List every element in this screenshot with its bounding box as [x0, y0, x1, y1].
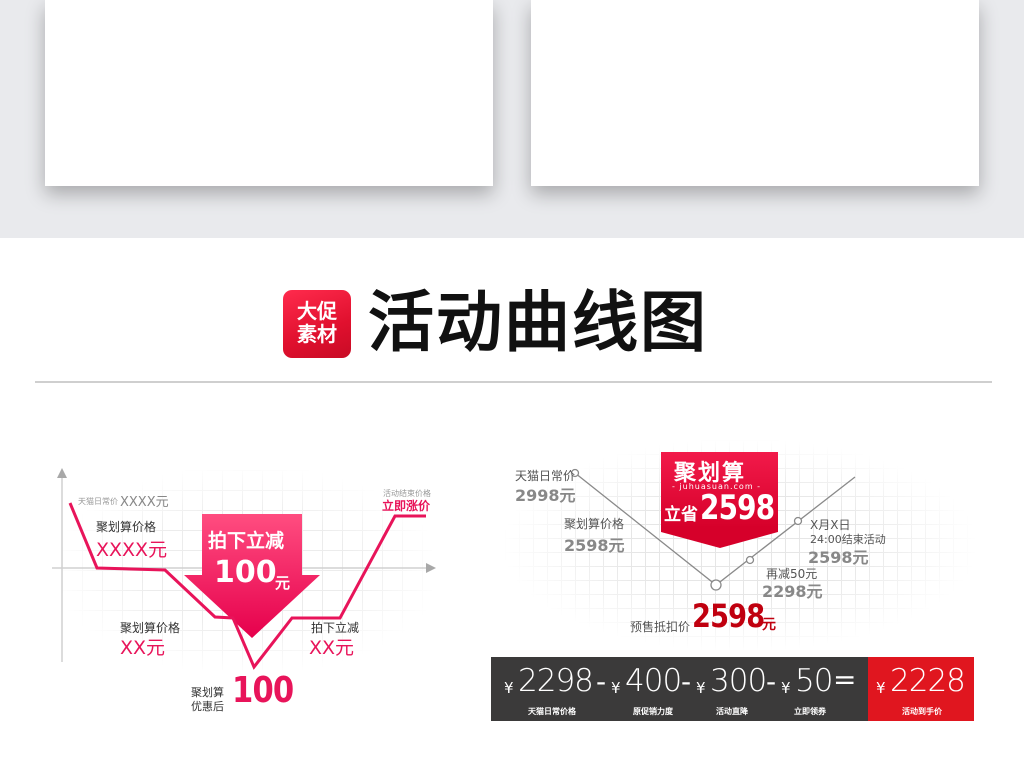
preview-band	[0, 0, 1024, 238]
page-title: 活动曲线图	[368, 284, 708, 361]
presale-label: 预售抵扣价	[630, 620, 691, 634]
tmall-regular-label: 天猫日常价	[78, 497, 118, 506]
formula-op-1: -	[596, 665, 607, 698]
formula-value-4: 50	[795, 663, 833, 699]
formula-result-label: 活动到手价	[902, 707, 942, 716]
axis-right-arrow-icon	[426, 563, 436, 573]
arrow-discount-label: 拍下立减	[208, 530, 285, 552]
juhuasuan-badge-save-label: 立省	[664, 505, 698, 525]
extra-off-value: 2298元	[762, 582, 823, 601]
yen-symbol: ¥	[611, 679, 621, 697]
yen-symbol: ¥	[876, 679, 886, 697]
yen-symbol: ¥	[696, 679, 706, 697]
tmall-regular-value: XXXX元	[120, 495, 169, 510]
left-price-line	[68, 502, 426, 670]
price-formula-bar: ¥ 2298 - 天猫日常价格 ¥ 400 - 原促销力度 ¥ 300 - 活动…	[491, 657, 974, 721]
juhuasuan-badge-url: - juhuasuan.com -	[672, 482, 762, 491]
juhuasuan-badge-title: 聚划算	[674, 461, 747, 486]
after-discount-line2: 优惠后	[191, 700, 224, 713]
juhuasuan-price2-value: XX元	[120, 637, 166, 659]
tmall-regular-label-r: 天猫日常价	[515, 469, 576, 483]
preview-card-left[interactable]	[45, 0, 493, 186]
end-value: 2598元	[808, 548, 869, 567]
discount-label: 拍下立减	[311, 621, 360, 635]
point-tmall-regular	[570, 468, 580, 478]
formula-value-3: 300	[710, 663, 767, 699]
formula-label-4: 立即领券	[794, 707, 826, 716]
end-time-label: 24:00结束活动	[810, 533, 886, 546]
promo-badge: 大促 素材	[283, 290, 351, 358]
arrow-discount-number: 100	[214, 555, 277, 590]
formula-value-1: 2298	[518, 663, 594, 699]
axis-up-arrow-icon	[57, 468, 67, 478]
tmall-regular-value-r: 2998元	[515, 486, 576, 505]
juhuasuan-price-label: 聚划算价格	[96, 520, 157, 534]
discount-value: XX元	[309, 637, 355, 659]
formula-result-value: 2228	[890, 663, 966, 699]
juhuasuan-price2-label: 聚划算价格	[120, 621, 181, 635]
point-end-date	[793, 516, 803, 526]
formula-value-2: 400	[625, 663, 682, 699]
point-extra-off	[745, 555, 755, 565]
juhuasuan-badge-save-value: 2598	[700, 488, 775, 528]
juhuasuan-badge	[661, 452, 778, 528]
yen-symbol: ¥	[504, 679, 514, 697]
point-presale-low	[710, 579, 722, 591]
preview-card-right[interactable]	[531, 0, 979, 186]
formula-label-1: 天猫日常价格	[528, 707, 576, 716]
badge-line1: 大促	[297, 299, 337, 323]
formula-result-section: ¥ 2228 活动到手价	[868, 657, 974, 721]
yen-symbol: ¥	[781, 679, 791, 697]
juhuasuan-price-value-r: 2598元	[564, 536, 625, 555]
juhuasuan-price-value: XXXX元	[96, 539, 168, 561]
presale-unit: 元	[762, 617, 776, 633]
badge-line2: 素材	[297, 322, 337, 346]
down-arrow-shape	[184, 514, 320, 638]
formula-op-4: =	[833, 663, 857, 696]
jhs-badge-point	[661, 527, 778, 548]
divider	[35, 381, 992, 383]
formula-label-3: 活动直降	[716, 707, 748, 716]
end-date-label: X月X日	[810, 518, 851, 532]
extra-off-label: 再减50元	[766, 567, 818, 581]
arrow-discount-unit: 元	[275, 574, 291, 592]
after-discount-value: 100	[232, 670, 294, 711]
end-price-value: 立即涨价	[382, 499, 431, 513]
formula-op-3: -	[766, 665, 777, 698]
after-discount-line1: 聚划算	[191, 686, 224, 699]
formula-op-2: -	[681, 665, 692, 698]
juhuasuan-price-label-r: 聚划算价格	[564, 517, 625, 531]
end-price-label: 活动结束价格	[383, 489, 431, 498]
formula-label-2: 原促销力度	[633, 707, 673, 716]
formula-dark-section: ¥ 2298 - 天猫日常价格 ¥ 400 - 原促销力度 ¥ 300 - 活动…	[491, 657, 868, 721]
presale-value: 2598	[692, 597, 765, 635]
